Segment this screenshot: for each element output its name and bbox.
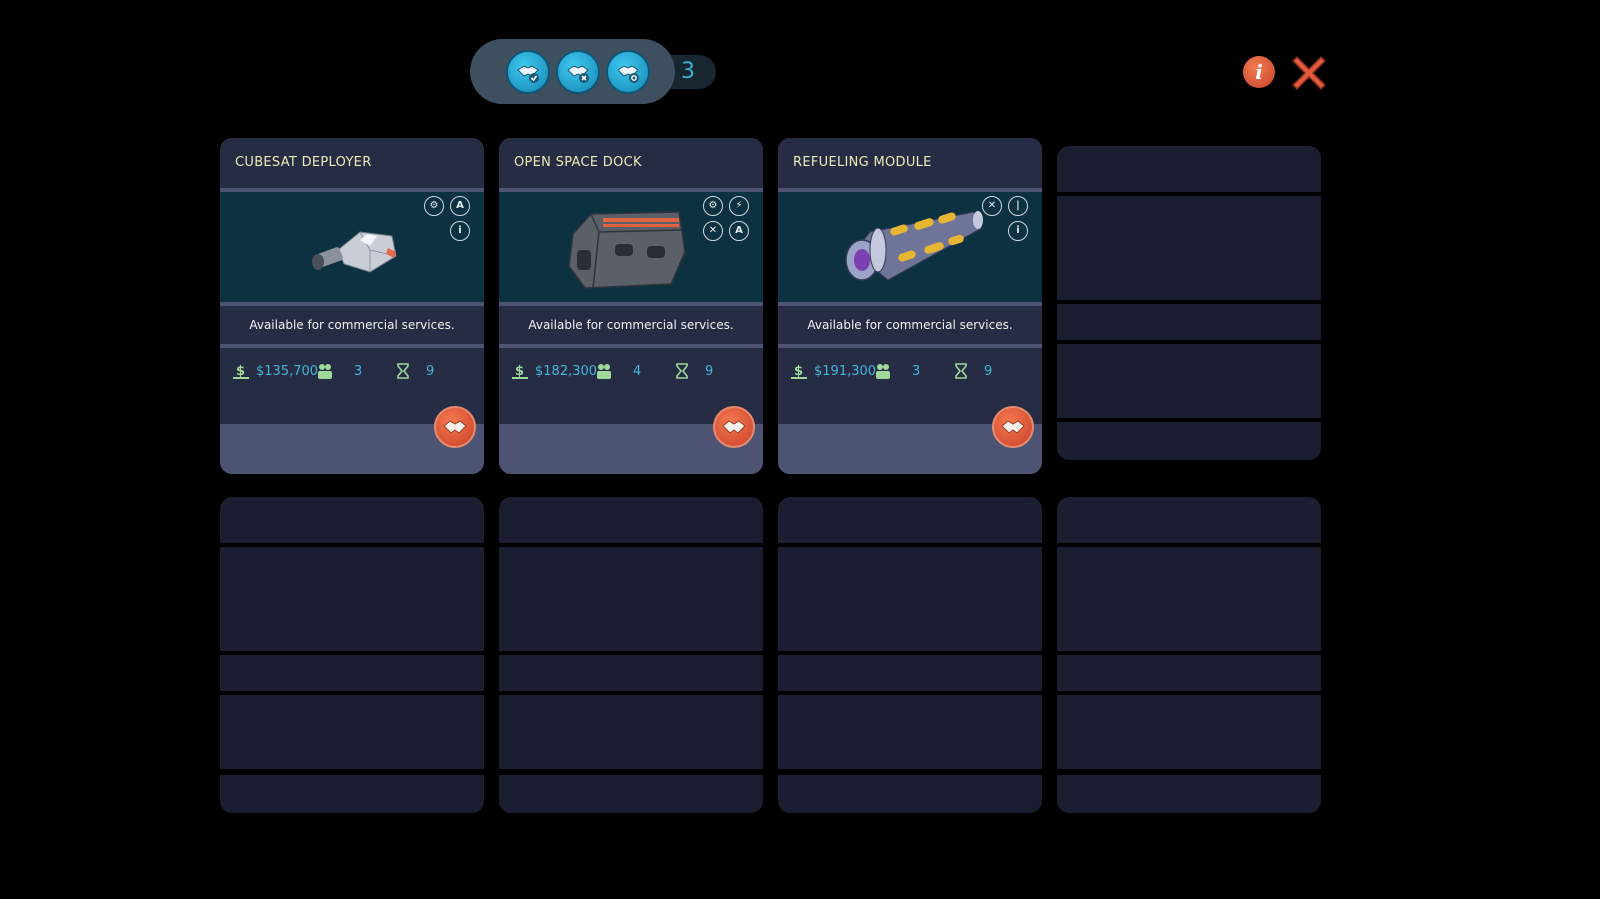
filter-accepted-button[interactable] <box>506 50 550 94</box>
module-type-icon: ⚙ <box>703 196 723 216</box>
card-image: ✕ | i <box>778 192 1042 302</box>
handshake-icon <box>443 420 467 434</box>
module-badge: A <box>450 196 470 216</box>
card-crew: 3 <box>354 363 363 379</box>
card-title: OPEN SPACE DOCK <box>514 155 642 170</box>
handshake-check-icon <box>517 65 539 83</box>
empty-contract-slot <box>220 497 484 817</box>
info-button[interactable]: i <box>1243 56 1275 88</box>
filter-rejected-button[interactable] <box>556 50 600 94</box>
fuel-icon: ✕ <box>982 196 1002 216</box>
satellite-icon: ✕ <box>703 221 723 241</box>
card-image: ⚙ A i <box>220 192 484 302</box>
accept-contract-button[interactable] <box>992 406 1034 448</box>
hourglass-icon <box>955 363 967 379</box>
filter-pending-button[interactable] <box>606 50 650 94</box>
money-icon: $ <box>233 364 249 379</box>
cubesat-deployer-model <box>312 231 397 273</box>
svg-text:$: $ <box>236 364 245 379</box>
card-crew: 3 <box>912 363 921 379</box>
module-type-icon: ⚙ <box>424 196 444 216</box>
module-badge: i <box>1008 221 1028 241</box>
empty-contract-slot <box>778 497 1042 817</box>
accept-contract-button[interactable] <box>713 406 755 448</box>
card-price: $135,700 <box>256 363 319 379</box>
card-title: REFUELING MODULE <box>793 155 932 170</box>
card-header: OPEN SPACE DOCK <box>499 138 763 188</box>
card-crew: 4 <box>633 363 642 379</box>
handshake-gear-icon <box>617 65 639 83</box>
hourglass-icon <box>676 363 688 379</box>
handshake-icon <box>1001 420 1025 434</box>
card-time: 9 <box>984 363 993 379</box>
contract-card: REFUELING MODULE ✕ | i Available for com… <box>778 138 1042 474</box>
card-description: Available for commercial services. <box>220 306 484 344</box>
empty-contract-slot <box>499 497 763 817</box>
contract-card: OPEN SPACE DOCK ⚙ ⚡ ✕ A Available for co… <box>499 138 763 474</box>
close-x-icon[interactable] <box>1285 49 1333 97</box>
refueling-module-model <box>845 211 983 281</box>
power-icon: ⚡ <box>729 196 749 216</box>
card-stats: $ $182,300 4 9 <box>499 348 763 424</box>
empty-contract-slot <box>1057 497 1321 817</box>
module-badge: A <box>729 221 749 241</box>
card-header: REFUELING MODULE <box>778 138 1042 188</box>
empty-contract-slot <box>1057 146 1321 466</box>
card-header: CUBESAT DEPLOYER <box>220 138 484 188</box>
module-badge: i <box>450 221 470 241</box>
handshake-icon <box>722 420 746 434</box>
contract-card: CUBESAT DEPLOYER ⚙ A i Available for com… <box>220 138 484 474</box>
crew-icon <box>876 364 890 379</box>
svg-text:$: $ <box>515 364 524 379</box>
accept-contract-button[interactable] <box>434 406 476 448</box>
open-space-dock-model <box>568 211 686 289</box>
crew-icon <box>318 364 332 379</box>
handshake-cross-icon <box>567 65 589 83</box>
card-price: $191,300 <box>814 363 877 379</box>
money-icon: $ <box>791 364 807 379</box>
card-time: 9 <box>426 363 435 379</box>
crew-icon <box>597 364 611 379</box>
card-image: ⚙ ⚡ ✕ A <box>499 192 763 302</box>
card-description: Available for commercial services. <box>778 306 1042 344</box>
card-price: $182,300 <box>535 363 598 379</box>
thermometer-icon: | <box>1008 196 1028 216</box>
svg-text:$: $ <box>794 364 803 379</box>
hourglass-icon <box>397 363 409 379</box>
card-title: CUBESAT DEPLOYER <box>235 155 372 170</box>
card-time: 9 <box>705 363 714 379</box>
card-description: Available for commercial services. <box>499 306 763 344</box>
money-icon: $ <box>512 364 528 379</box>
